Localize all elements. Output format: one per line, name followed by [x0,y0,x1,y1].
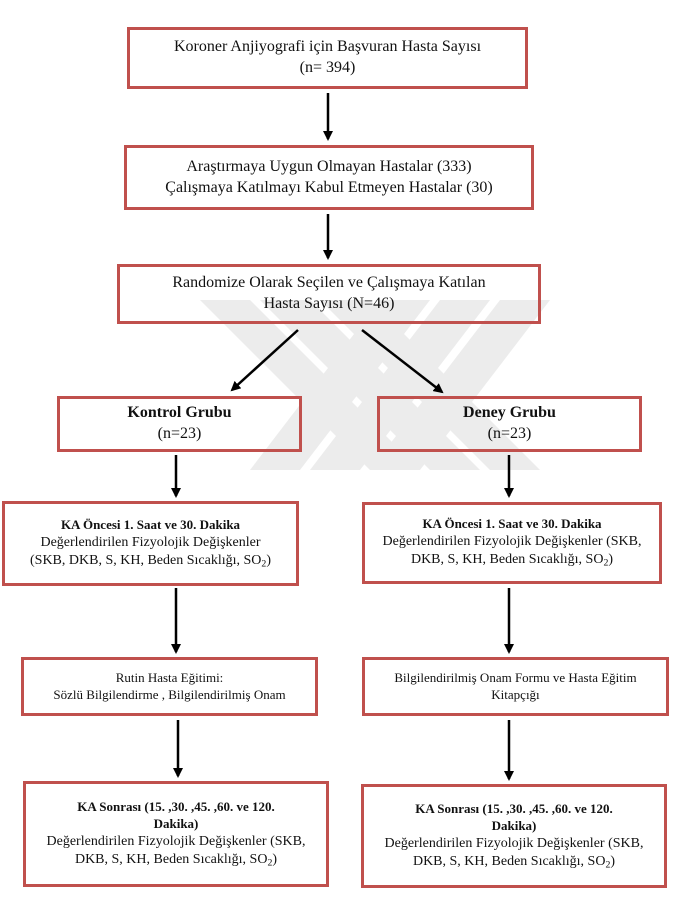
excluded-ineligible-label: Araştırmaya Uygun Olmayan Hastalar (333) [186,157,472,175]
control-post-variables: Değerlendirilen Fizyolojik Değişkenler (… [46,833,306,849]
experimental-post-variables: Değerlendirilen Fizyolojik Değişkenler (… [384,835,644,851]
randomized-label: Randomize Olarak Seçilen ve Çalışmaya Ka… [172,274,486,292]
experimental-post-measurement-box: KA Sonrası (15. ,30. ,45. ,60. ve 120. D… [361,784,667,888]
control-group-box: Kontrol Grubu (n=23) [57,396,302,452]
experimental-post-title-cont: Dakika) [491,817,537,833]
experimental-pre-variables: Değerlendirilen Fizyolojik Değişkenler (… [382,534,642,550]
excluded-declined-label: Çalışmaya Katılmayı Kabul Etmeyen Hastal… [165,178,493,196]
control-post-title: KA Sonrası (15. ,30. ,45. ,60. ve 120. [77,798,275,814]
experimental-group-box: Deney Grubu (n=23) [377,396,642,452]
control-education-detail: Sözlü Bilgilendirme , Bilgilendirilmiş O… [53,686,286,702]
experimental-pre-measurement-box: KA Öncesi 1. Saat ve 30. Dakika Değerlen… [362,502,662,584]
excluded-patients-box: Araştırmaya Uygun Olmayan Hastalar (333)… [124,145,534,210]
control-post-variables-list: DKB, S, KH, Beden Sıcaklığı, SO2) [74,851,278,869]
control-pre-variables-list: (SKB, DKB, S, KH, Beden Sıcaklığı, SO2) [30,552,271,570]
experimental-pre-variables-list: DKB, S, KH, Beden Sıcaklığı, SO2) [410,552,614,569]
arrow-randomized-to-control [230,329,299,392]
total-patients-box: Koroner Anjiyografi için Başvuran Hasta … [127,27,528,89]
control-group-title: Kontrol Grubu [127,404,232,422]
randomized-count: Hasta Sayısı (N=46) [263,295,395,312]
control-group-count: (n=23) [157,425,202,442]
experimental-education-detail: Kitapçığı [491,686,540,702]
arrow-randomized-to-experimental [361,329,444,394]
control-pre-title: KA Öncesi 1. Saat ve 30. Dakika [60,516,241,532]
control-education-title: Rutin Hasta Eğitimi: [115,669,224,685]
control-pre-variables: Değerlendirilen Fizyolojik Değişkenler [40,534,261,550]
control-education-box: Rutin Hasta Eğitimi: Sözlü Bilgilendirme… [21,657,318,716]
experimental-post-variables-list: DKB, S, KH, Beden Sıcaklığı, SO2) [412,853,616,871]
control-post-measurement-box: KA Sonrası (15. ,30. ,45. ,60. ve 120. D… [23,781,329,887]
control-pre-measurement-box: KA Öncesi 1. Saat ve 30. Dakika Değerlen… [2,501,299,586]
experimental-group-title: Deney Grubu [463,404,556,422]
experimental-education-title: Bilgilendirilmiş Onam Formu ve Hasta Eği… [394,669,637,685]
total-patients-label: Koroner Anjiyografi için Başvuran Hasta … [173,38,482,56]
randomized-patients-box: Randomize Olarak Seçilen ve Çalışmaya Ka… [117,264,541,324]
experimental-education-box: Bilgilendirilmiş Onam Formu ve Hasta Eği… [362,657,669,716]
experimental-post-title: KA Sonrası (15. ,30. ,45. ,60. ve 120. [415,800,613,816]
total-patients-count: (n= 394) [299,59,356,76]
experimental-pre-title: KA Öncesi 1. Saat ve 30. Dakika [422,516,602,532]
experimental-group-count: (n=23) [487,425,532,442]
control-post-title-cont: Dakika) [153,815,199,831]
